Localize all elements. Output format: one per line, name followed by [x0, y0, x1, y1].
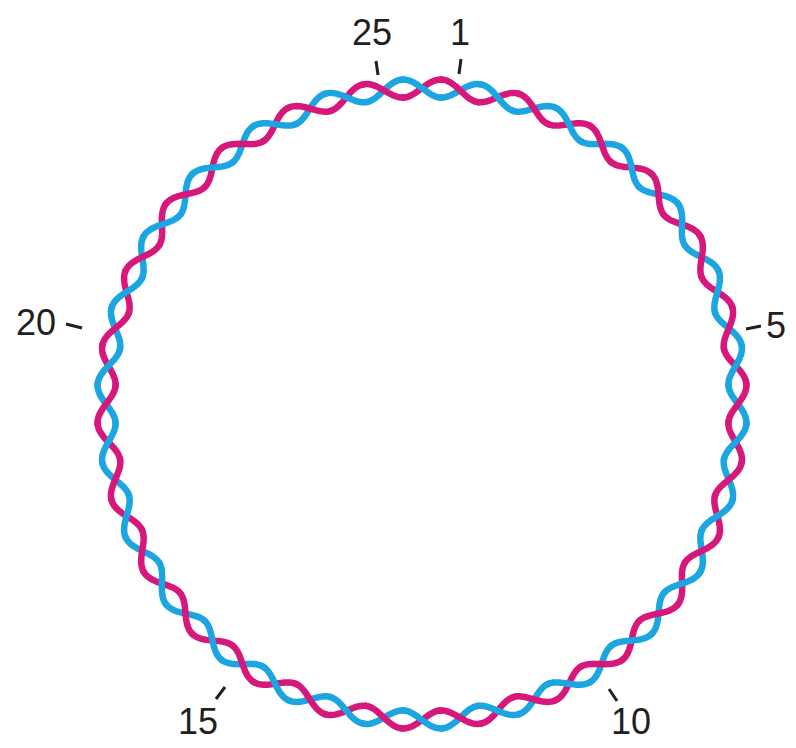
dna-strand	[363, 84, 404, 98]
callout-number: 15	[178, 704, 218, 740]
dna-strand	[728, 345, 742, 386]
dna-strand	[700, 235, 703, 278]
tick-marks	[66, 59, 761, 701]
dna-strand	[111, 459, 120, 502]
dna-strand	[702, 500, 733, 530]
tick-mark	[609, 689, 617, 701]
dna-strand	[253, 123, 296, 126]
dna-strand	[663, 572, 700, 594]
dna-strand	[590, 126, 612, 163]
dna-strand	[440, 710, 481, 724]
dna-strand	[166, 186, 206, 204]
dna-strand	[518, 94, 548, 125]
dna-strand	[180, 593, 193, 634]
dna-strand	[651, 174, 664, 215]
dna-strand	[724, 307, 733, 350]
double-helix	[98, 80, 747, 729]
dna-strand	[98, 385, 116, 424]
dna-strand	[677, 203, 685, 246]
dna-strand	[639, 604, 679, 622]
dna-strand	[204, 621, 222, 661]
tick-mark	[376, 61, 378, 75]
callout-number: 25	[352, 15, 392, 51]
dna-strand	[555, 107, 582, 141]
dna-strand	[403, 710, 442, 728]
dna-strand	[159, 562, 167, 605]
callout-number: 1	[450, 15, 470, 51]
dna-strand	[513, 696, 556, 702]
dna-strand	[622, 148, 640, 188]
dna-strand	[714, 270, 720, 313]
dna-strand	[684, 537, 718, 564]
dna-strand	[480, 84, 514, 111]
tick-mark	[459, 59, 461, 74]
dna-strand	[232, 645, 254, 682]
tick-mark	[216, 687, 225, 699]
dna-strand	[125, 245, 159, 272]
dna-strand	[402, 80, 441, 98]
dna-strand	[102, 422, 116, 463]
callout-number: 20	[16, 305, 56, 341]
dna-strand	[124, 495, 130, 538]
dna-strand	[288, 106, 331, 112]
dna-strand	[192, 162, 233, 175]
dna-strand	[477, 706, 520, 715]
dna-strand	[144, 214, 181, 236]
callout-number: 5	[766, 308, 786, 344]
dna-strand	[325, 93, 368, 102]
dna-strand	[98, 348, 121, 385]
dna-strand	[141, 529, 144, 572]
dna-strand	[580, 659, 623, 667]
dna-strand	[295, 684, 325, 715]
dna-strand	[112, 277, 143, 307]
dna-strand	[715, 462, 742, 496]
callout-number: 10	[611, 704, 651, 740]
dna-strand	[221, 141, 264, 149]
dna-strand	[330, 697, 364, 724]
dna-strand	[366, 706, 403, 729]
dna-strand	[102, 312, 129, 346]
dna-strand	[611, 633, 652, 646]
dna-strand	[728, 384, 746, 423]
tick-mark	[746, 326, 761, 329]
dna-strand	[441, 80, 478, 103]
dna-strand	[263, 666, 290, 700]
dna-strand	[724, 423, 747, 460]
dna-strand	[547, 682, 590, 685]
tick-mark	[66, 324, 82, 328]
